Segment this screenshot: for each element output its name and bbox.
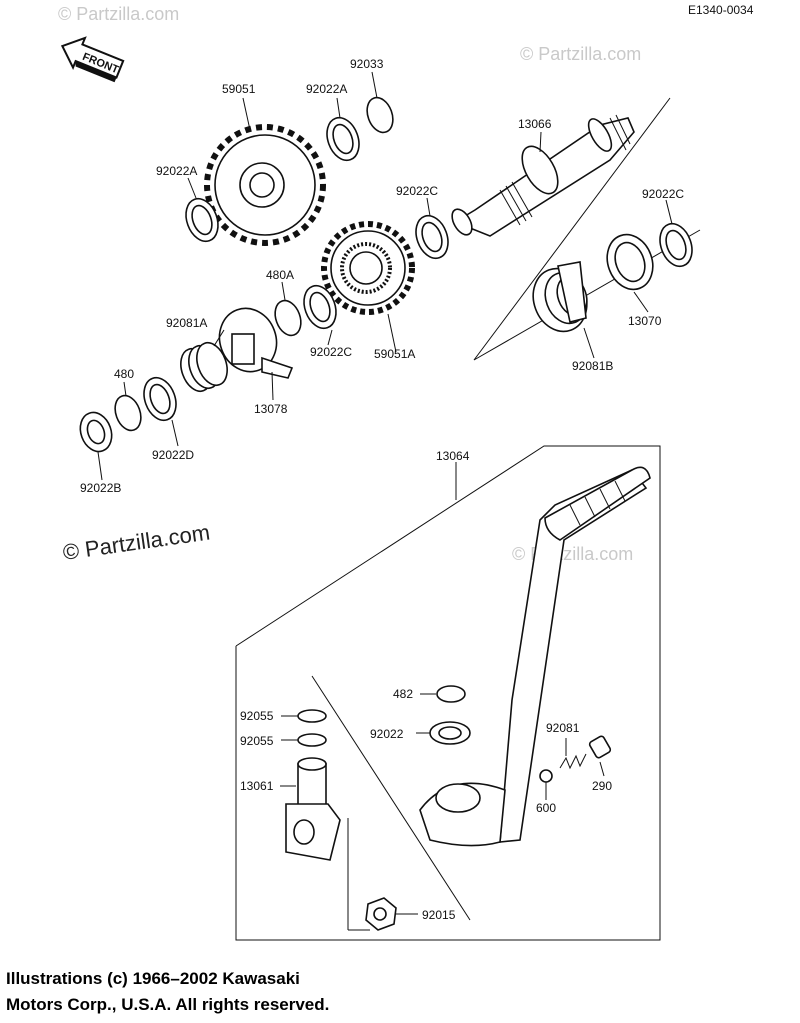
label-92055-a: 92055	[240, 709, 274, 723]
label-92055-b: 92055	[240, 734, 274, 748]
kick-lever-13064	[419, 466, 651, 847]
leader-lines	[97, 71, 673, 915]
spring-92081	[559, 753, 587, 770]
shaft-13066	[451, 114, 635, 237]
label-92022C-right: 92022C	[642, 187, 684, 201]
watermark-faint-2: © Partzilla.com	[520, 44, 641, 64]
gear-59051	[204, 124, 326, 246]
ball-600	[539, 769, 553, 783]
circlip-480	[114, 394, 142, 432]
diagram-id: E1340-0034	[688, 3, 754, 17]
watermark-faint-3: © Partzilla.com	[512, 544, 633, 564]
plug-290	[588, 735, 612, 759]
label-92081B: 92081B	[572, 359, 613, 373]
label-600: 600	[536, 801, 556, 815]
collar-13070	[606, 233, 654, 291]
shaft-13061	[285, 757, 341, 861]
circlip-92033	[366, 96, 394, 134]
spring-92081A	[180, 341, 228, 393]
label-13078: 13078	[254, 402, 288, 416]
label-92022D: 92022D	[152, 448, 194, 462]
subassembly-outline-bottom	[235, 445, 661, 941]
copyright-line-1: Illustrations (c) 1966–2002 Kawasaki	[6, 969, 300, 988]
label-290: 290	[592, 779, 612, 793]
label-480A: 480A	[266, 268, 294, 282]
label-59051A: 59051A	[374, 347, 415, 361]
o-ring-92055-b	[297, 733, 327, 747]
label-92022B: 92022B	[80, 481, 121, 495]
label-480: 480	[114, 367, 134, 381]
label-92022A-left: 92022A	[156, 164, 197, 178]
label-92022C-mid: 92022C	[396, 184, 438, 198]
watermark-main: © Partzilla.com	[61, 520, 211, 565]
o-ring-92055-a	[297, 709, 327, 723]
label-92033: 92033	[350, 57, 384, 71]
circlip-480A	[274, 299, 302, 337]
label-59051: 59051	[222, 82, 256, 96]
label-92022: 92022	[370, 727, 404, 741]
label-92022A-top: 92022A	[306, 82, 347, 96]
label-92081A: 92081A	[166, 316, 207, 330]
circlip-482	[436, 685, 466, 703]
label-13066: 13066	[518, 117, 552, 131]
gear-59051A	[321, 221, 415, 315]
ratchet-13078	[218, 307, 294, 379]
label-92015: 92015	[422, 908, 456, 922]
label-482: 482	[393, 687, 413, 701]
label-92022C-low: 92022C	[310, 345, 352, 359]
copyright-line-2: Motors Corp., U.S.A. All rights reserved…	[6, 995, 330, 1014]
label-13070: 13070	[628, 314, 662, 328]
watermark-faint-1: © Partzilla.com	[58, 4, 179, 24]
label-92081: 92081	[546, 721, 580, 735]
copyright-notice: Illustrations (c) 1966–2002 Kawasaki Mot…	[6, 966, 329, 1018]
front-arrow-icon: FRONT	[60, 36, 125, 83]
label-13061: 13061	[240, 779, 274, 793]
label-13064: 13064	[436, 449, 470, 463]
spring-92081B	[532, 261, 588, 333]
